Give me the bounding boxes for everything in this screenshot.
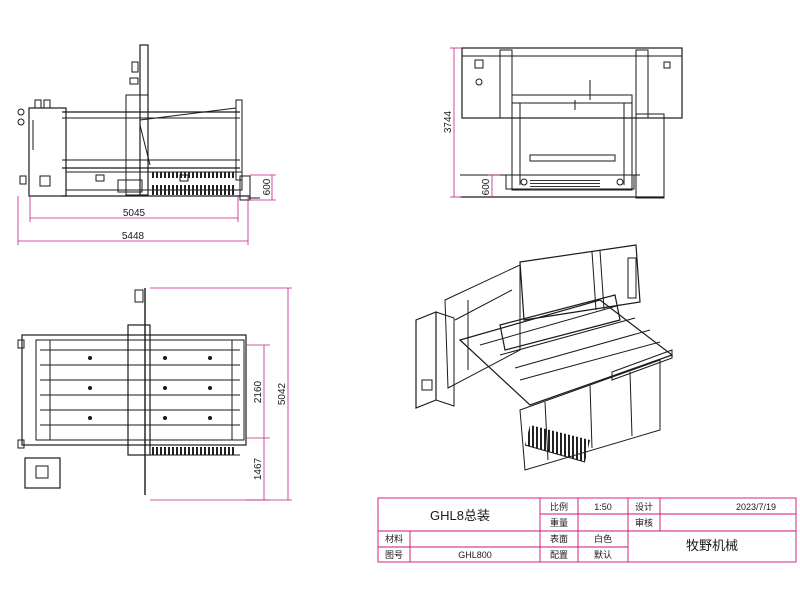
top-view-dimensions — [150, 287, 292, 501]
dim-top-height-total: 5042 — [277, 382, 288, 405]
surface-label: 表面 — [550, 533, 568, 544]
dim-side-width-1: 5045 — [123, 208, 146, 219]
drawing-no-value: GHL800 — [458, 550, 492, 560]
top-view-cabinet — [24, 457, 61, 489]
top-view — [17, 288, 247, 495]
weight-label: 重量 — [550, 517, 568, 528]
company-name: 牧野机械 — [686, 538, 738, 553]
scale-value: 1:50 — [594, 502, 612, 512]
dim-side-width-2: 5448 — [122, 231, 145, 242]
material-label: 材料 — [385, 533, 403, 544]
dim-side-height: 600 — [262, 178, 273, 195]
front-view — [460, 47, 683, 199]
side-view — [17, 44, 260, 201]
top-gantry — [127, 324, 151, 456]
config-label: 配置 — [550, 550, 568, 560]
control-cabinet — [28, 107, 67, 197]
dim-top-height-1: 2160 — [253, 380, 264, 403]
front-right-cabinet — [635, 113, 665, 199]
config-value: 默认 — [594, 549, 612, 560]
dim-front-height-base: 600 — [481, 178, 492, 195]
isometric-view — [415, 244, 674, 471]
front-view-dimensions — [450, 47, 500, 198]
dim-top-height-2: 1467 — [253, 457, 264, 480]
review-label: 审核 — [635, 517, 653, 528]
drawing-no-label: 图号 — [385, 550, 403, 560]
design-date: 2023/7/19 — [736, 502, 776, 512]
drawing-title: GHL8总装 — [430, 508, 490, 523]
side-view-dimensions — [17, 174, 276, 245]
design-label: 设计 — [635, 501, 653, 512]
title-block-frame — [377, 497, 797, 563]
cabinet-panel-icon — [39, 175, 51, 187]
dim-front-height-total: 3744 — [443, 110, 454, 133]
surface-value: 白色 — [594, 533, 612, 544]
scale-label: 比例 — [550, 501, 568, 512]
